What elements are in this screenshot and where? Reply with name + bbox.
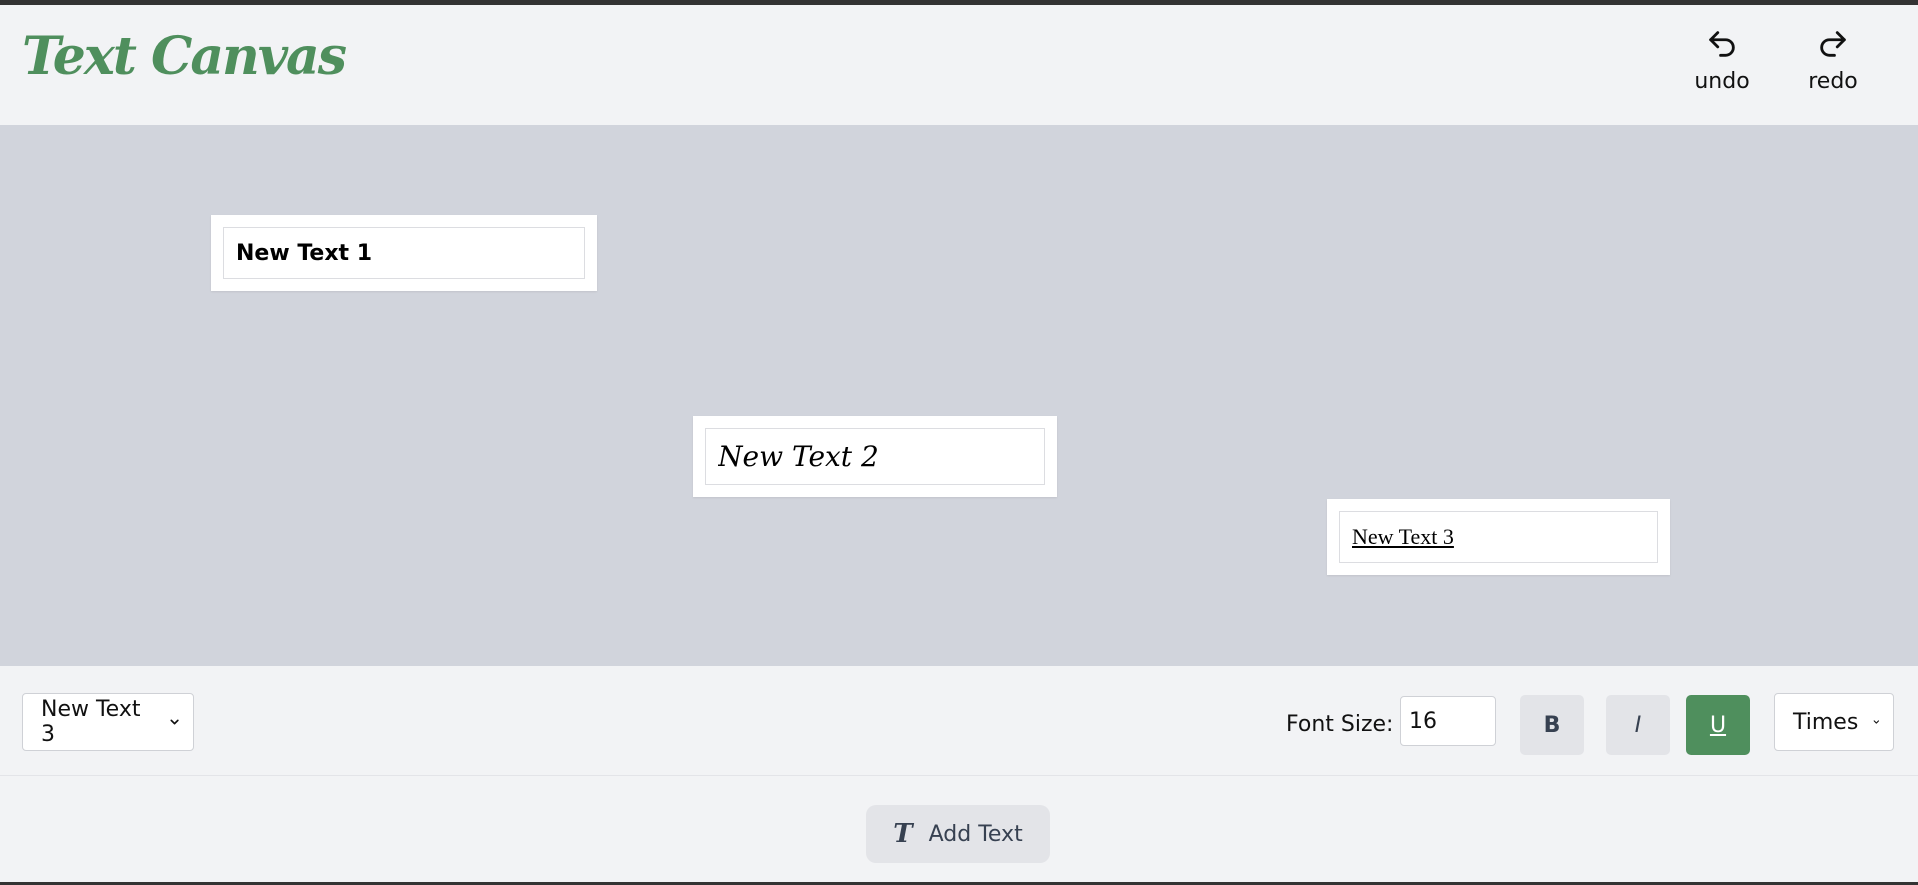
- font-family-select-value: Times: [1793, 709, 1859, 735]
- italic-button[interactable]: I: [1606, 695, 1670, 755]
- redo-label: redo: [1808, 69, 1858, 94]
- undo-button[interactable]: undo: [1677, 27, 1767, 107]
- font-size-label: Font Size:: [1286, 712, 1394, 737]
- text-t-icon: T: [893, 819, 913, 849]
- header: Text Canvas undo redo: [0, 5, 1918, 125]
- chevron-down-icon: [170, 719, 179, 725]
- text-box-2-input[interactable]: [705, 428, 1045, 485]
- bold-button[interactable]: B: [1520, 695, 1584, 755]
- font-family-select[interactable]: Times: [1774, 693, 1894, 751]
- text-box-1-input[interactable]: [223, 227, 585, 279]
- undo-arrow-icon: [1705, 27, 1739, 69]
- font-size-input[interactable]: [1400, 696, 1496, 746]
- text-item-select[interactable]: New Text 3: [22, 693, 194, 751]
- text-box-2[interactable]: [693, 416, 1057, 497]
- add-text-button[interactable]: T Add Text: [866, 805, 1050, 863]
- formatting-toolbar: New Text 3 Font Size: B I U Times: [0, 666, 1918, 776]
- text-item-select-value: New Text 3: [41, 697, 141, 747]
- chevron-down-icon: [1873, 720, 1880, 724]
- text-box-3-input[interactable]: [1339, 511, 1658, 563]
- text-box-1[interactable]: [211, 215, 597, 291]
- app-logo: Text Canvas: [22, 26, 347, 87]
- add-text-label: Add Text: [928, 821, 1023, 847]
- undo-label: undo: [1694, 69, 1750, 94]
- text-box-3[interactable]: [1327, 499, 1670, 575]
- text-canvas[interactable]: [0, 125, 1918, 666]
- underline-button[interactable]: U: [1686, 695, 1750, 755]
- redo-arrow-icon: [1816, 27, 1850, 69]
- footer: T Add Text: [0, 777, 1918, 882]
- redo-button[interactable]: redo: [1788, 27, 1878, 107]
